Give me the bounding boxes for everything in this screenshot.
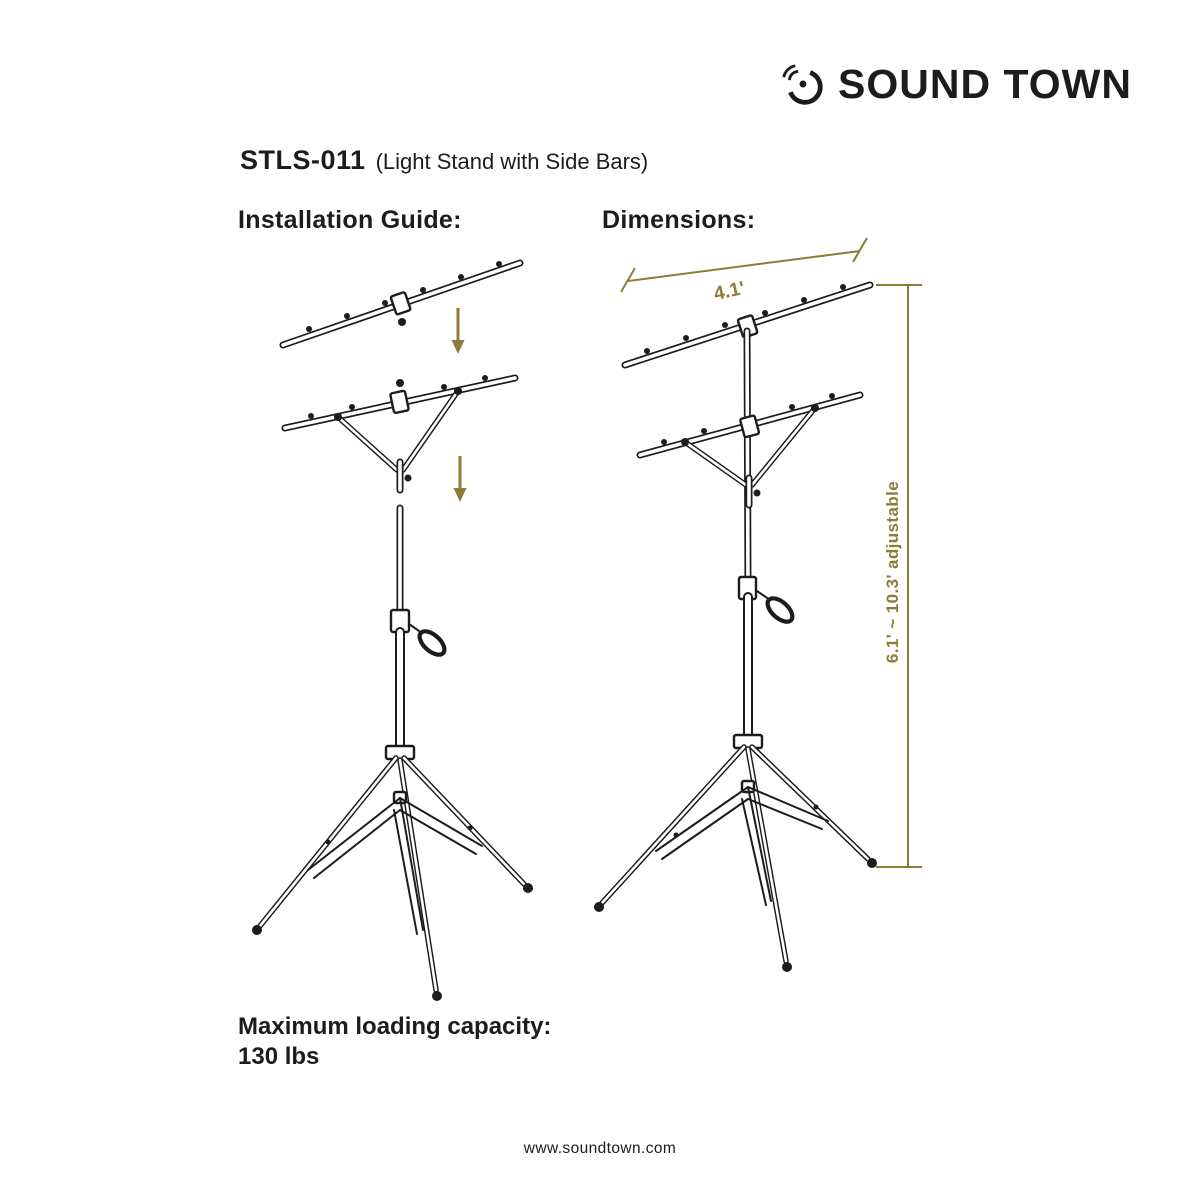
leg-collar [384,744,416,761]
leg-collar [732,733,764,750]
crank-handle [417,629,447,657]
step-arrow-2-icon [453,456,467,502]
tripod-stand [252,504,533,1001]
bar-clamp [739,414,761,439]
capacity-block: Maximum loading capacity: 130 lbs [238,1012,551,1072]
brand-logo: SOUND TOWN [778,60,1132,108]
dimensions-diagram [594,237,922,972]
light-bar-step2 [281,374,519,494]
assembled-side-bar [636,391,864,509]
installation-guide-heading: Installation Guide: [238,206,462,234]
bar-clamp [389,291,412,316]
product-description: (Light Stand with Side Bars) [375,149,649,174]
capacity-value: 130 lbs [238,1043,320,1070]
capacity-label: Maximum loading capacity: [238,1013,552,1040]
brand-name: SOUND TOWN [838,60,1132,107]
assembled-top-bar [621,281,874,369]
bar-clamp [389,389,410,415]
height-dimension-line [876,284,922,868]
bar-clamp [736,314,759,339]
assembled-tripod [594,733,877,972]
footer-url: www.soundtown.com [523,1140,677,1157]
height-dimension-label: 6.1' ~ 10.3' adjustable [883,480,902,664]
crank-handle [765,596,795,624]
soundtown-record-icon [782,64,823,105]
product-model: STLS-011 [240,145,366,175]
step-arrow-1-icon [451,308,465,354]
light-bar-step1 [279,259,524,349]
installation-diagram [252,259,533,1001]
dimensions-heading: Dimensions: [602,206,756,234]
assembled-pole [737,327,795,742]
product-title: STLS-011 (Light Stand with Side Bars) [240,145,648,176]
width-dimension-line [620,237,868,293]
